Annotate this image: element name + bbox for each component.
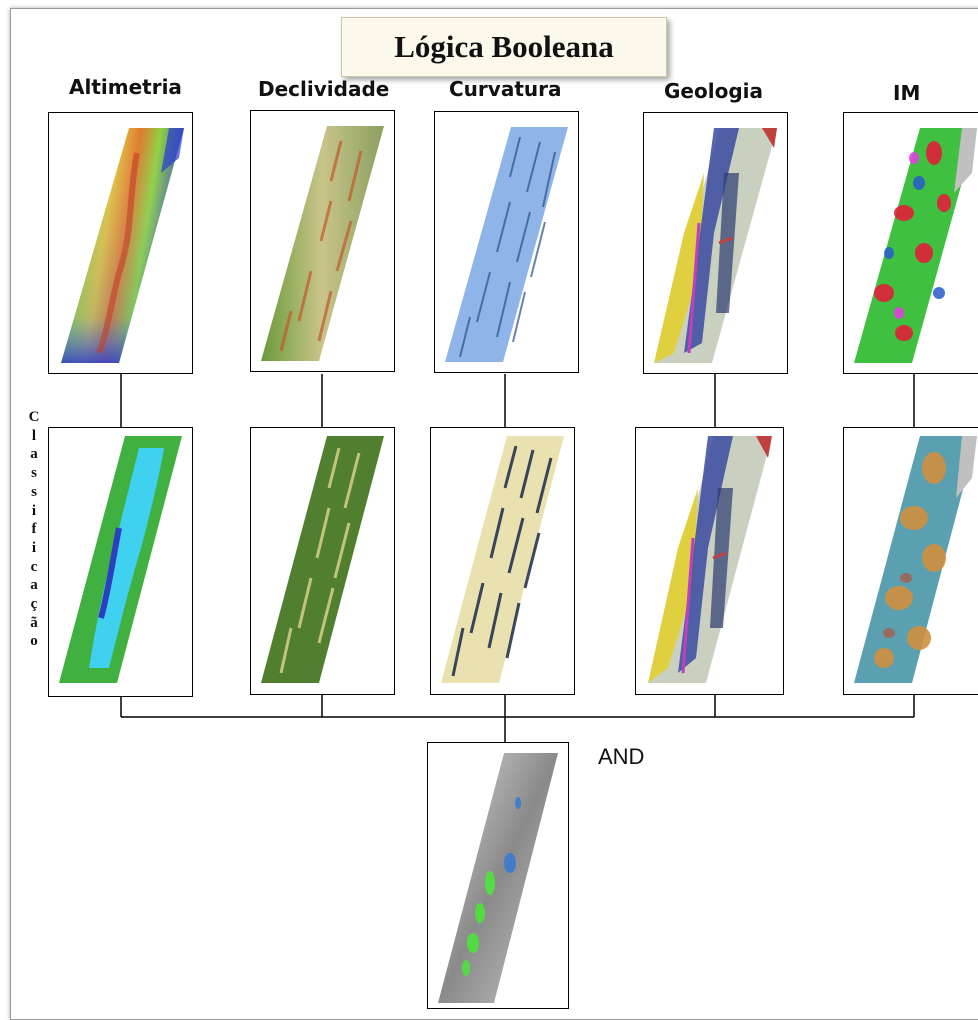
vertical-letter: C — [28, 409, 40, 425]
vertical-letter: i — [31, 502, 37, 519]
vertical-letter: f — [31, 521, 37, 538]
column-label-altimetria: Altimetria — [69, 75, 182, 99]
vertical-letter: a — [30, 577, 38, 594]
class-map-curvatura — [430, 427, 575, 695]
column-label-declividade: Declividade — [258, 77, 390, 101]
and-result-map — [427, 742, 569, 1009]
vertical-letter: ç — [30, 596, 38, 613]
classificacao-vertical-label: C l a s s i f i c a ç ã o — [22, 408, 46, 651]
vertical-letter: i — [31, 539, 37, 556]
and-operator-label: AND — [598, 744, 645, 769]
map-curvatura — [434, 111, 579, 373]
map-altimetria — [48, 112, 193, 374]
vertical-letter: l — [31, 427, 37, 444]
map-geologia — [643, 112, 788, 374]
map-declividade — [250, 110, 395, 372]
vertical-letter: a — [30, 446, 38, 463]
vertical-letter: ã — [30, 614, 38, 631]
diagram-title: Lógica Booleana — [394, 29, 614, 64]
column-label-geologia: Geologia — [664, 79, 763, 103]
column-label-curvatura: Curvatura — [449, 77, 562, 101]
map-im — [843, 112, 978, 374]
class-map-altimetria — [48, 427, 193, 697]
column-label-im: IM — [893, 81, 921, 105]
vertical-letter: s — [31, 465, 37, 482]
vertical-letter: c — [30, 558, 38, 575]
title-box: Lógica Booleana — [341, 17, 667, 77]
vertical-letter: o — [30, 633, 38, 650]
class-map-declividade — [250, 427, 395, 695]
vertical-letter: s — [31, 483, 37, 500]
class-map-geologia — [635, 427, 784, 695]
class-map-im — [843, 427, 978, 695]
